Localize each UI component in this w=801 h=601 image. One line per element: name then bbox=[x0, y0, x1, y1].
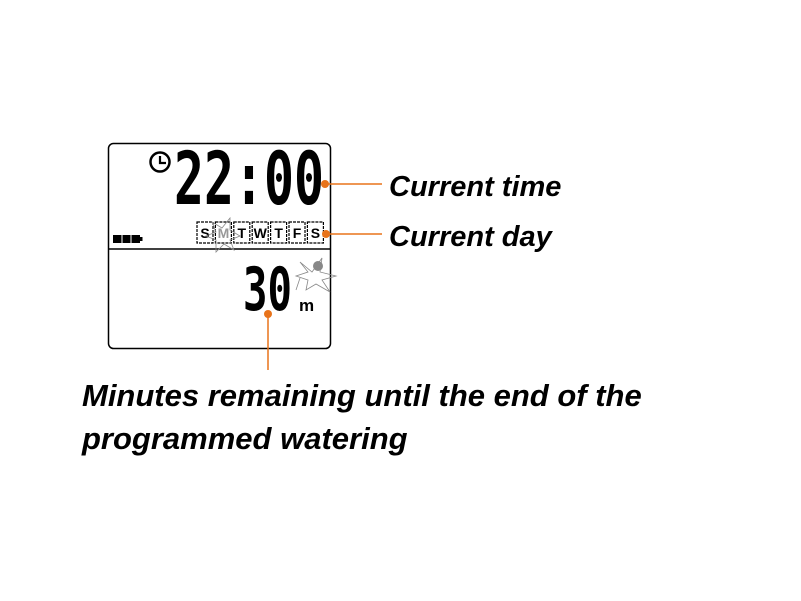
minutes-unit: m bbox=[299, 296, 314, 315]
watering-icon bbox=[294, 257, 338, 293]
day-label: W bbox=[254, 225, 268, 241]
day-box bbox=[233, 221, 251, 244]
label-minutes-line1: Minutes remaining until the end of the bbox=[82, 378, 642, 413]
day-label: T bbox=[238, 225, 247, 241]
day-label: T bbox=[274, 225, 283, 241]
day-label: S bbox=[311, 225, 320, 241]
label-current-time: Current time bbox=[389, 171, 561, 203]
day-box bbox=[270, 221, 288, 244]
day-box bbox=[288, 221, 306, 244]
day-box bbox=[251, 221, 269, 244]
day-label: M bbox=[218, 225, 230, 241]
active-day-flash-icon bbox=[204, 216, 241, 253]
lcd-screen bbox=[107, 142, 332, 350]
clock-icon bbox=[149, 151, 171, 173]
battery-icon bbox=[113, 235, 143, 243]
label-minutes-line2: programmed watering bbox=[81, 421, 408, 456]
current-time-display: 22:00 bbox=[174, 138, 324, 222]
label-current-day: Current day bbox=[389, 221, 554, 253]
day-label: S bbox=[200, 225, 209, 241]
leader-current-time bbox=[321, 180, 382, 188]
leader-minutes bbox=[264, 310, 272, 370]
leader-current-day bbox=[322, 230, 382, 238]
day-label: F bbox=[293, 225, 302, 241]
day-box bbox=[196, 221, 214, 244]
day-box bbox=[214, 221, 232, 244]
